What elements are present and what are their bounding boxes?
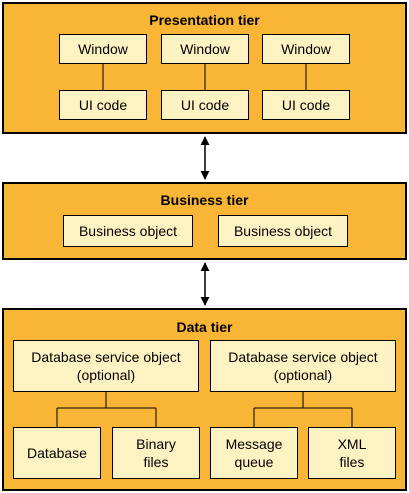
database-service-label-1: Database service object (optional) (31, 349, 181, 383)
window-box-3: Window (262, 34, 350, 64)
database-box: Database (13, 427, 101, 479)
xml-files-box: XML files (308, 427, 396, 479)
xml-files-label: XML files (337, 436, 367, 470)
binary-files-box: Binary files (112, 427, 200, 479)
message-queue-label: Message queue (225, 436, 283, 470)
business-object-box-1: Business object (63, 215, 193, 247)
database-service-box-2: Database service object (optional) (210, 340, 396, 392)
data-tier-title: Data tier (176, 319, 233, 335)
database-service-box-1: Database service object (optional) (13, 340, 199, 392)
business-object-label-2: Business object (233, 223, 333, 239)
ui-code-box-1: UI code (59, 90, 147, 120)
message-queue-box: Message queue (210, 427, 298, 479)
ui-code-box-2: UI code (161, 90, 249, 120)
database-label: Database (27, 445, 87, 461)
database-service-label-2: Database service object (optional) (228, 349, 378, 383)
ui-code-label-1: UI code (78, 97, 128, 113)
window-box-2: Window (161, 34, 249, 64)
business-object-box-2: Business object (218, 215, 348, 247)
presentation-tier-title: Presentation tier (149, 12, 260, 28)
window-label-3: Window (281, 41, 331, 57)
window-label-2: Window (180, 41, 230, 57)
business-tier-title: Business tier (160, 192, 249, 208)
window-label-1: Window (78, 41, 128, 57)
binary-files-label: Binary files (136, 436, 176, 470)
business-object-label-1: Business object (78, 223, 178, 239)
window-box-1: Window (59, 34, 147, 64)
ui-code-label-2: UI code (180, 97, 230, 113)
ui-code-box-3: UI code (262, 90, 350, 120)
ui-code-label-3: UI code (281, 97, 331, 113)
